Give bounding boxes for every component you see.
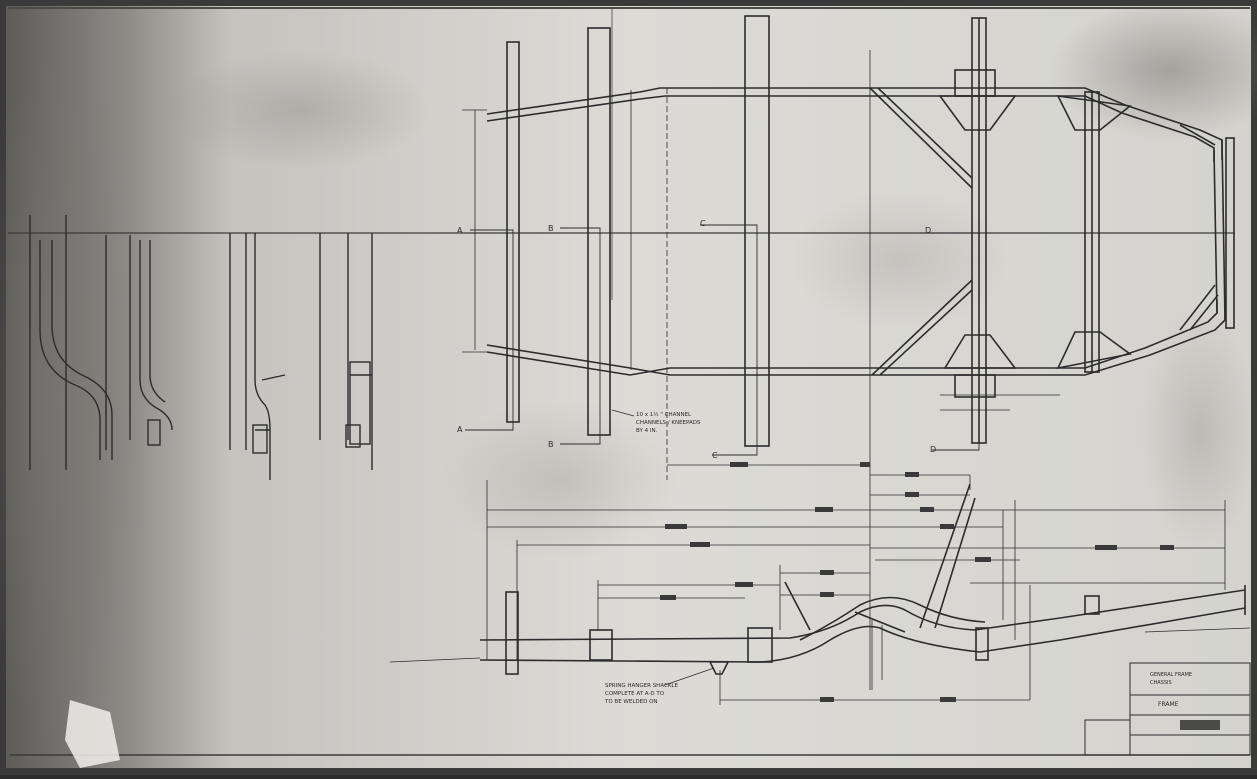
section-marker-d: D (930, 445, 936, 454)
diagonal-brace-top-2 (877, 87, 973, 179)
rear-end-rail (1221, 139, 1226, 321)
side-view (389, 483, 1251, 675)
section-marker-a: A (457, 226, 463, 235)
crossmember-b (587, 27, 611, 436)
title-block-text: GENERAL FRAME CHASSIS FRAME (1150, 672, 1192, 708)
section-b-profile-inner (149, 240, 166, 403)
stain (170, 50, 430, 170)
title-block-line: FRAME (1158, 701, 1179, 708)
section-marker-b: B (548, 224, 554, 233)
x-brace (919, 483, 971, 629)
stain (440, 400, 680, 560)
title-block-line: CHASSIS (1150, 680, 1172, 686)
rear-corner-brace (1179, 124, 1216, 146)
front-bumper-bracket (505, 591, 519, 675)
title-block-stamp (1180, 720, 1220, 730)
section-marker-a: A (457, 425, 463, 434)
bottom-side-rail-inner (486, 300, 1218, 376)
x-brace-diag (854, 611, 906, 633)
section-marker-d: D (925, 226, 931, 235)
section-a-profile (39, 240, 101, 460)
diagonal-brace-top (869, 87, 973, 189)
section-a-profile-inner (51, 240, 113, 460)
gusset-top-e (1056, 94, 1132, 131)
stain (1140, 310, 1257, 550)
rear-bracket (1084, 595, 1100, 615)
note-line: 10 x 1½ " CHANNEL (636, 411, 692, 418)
side-rail-bottom (479, 607, 1246, 663)
crossmember-note: 10 x 1½ " CHANNEL CHANNELS / KNEEPADS BY… (636, 411, 701, 434)
side-rail-kick (799, 596, 986, 641)
gusset-d-plate-bottom (954, 374, 996, 398)
section-cut-b (560, 227, 601, 445)
ground-line (389, 657, 481, 663)
frame-reference (1144, 627, 1251, 633)
dimension-lines (486, 474, 1226, 705)
note-line: CHANNELS / KNEEPADS (636, 420, 701, 426)
top-side-rail-inner (486, 95, 1215, 162)
section-c-profile (254, 233, 271, 480)
side-rail-top (479, 589, 1246, 641)
torn-corner (65, 700, 120, 768)
note-leader (611, 409, 635, 417)
crossmember-bracket (747, 627, 773, 663)
section-cut-d (920, 232, 980, 451)
note-line: TO BE WELDED ON (604, 699, 658, 705)
diagonal-brace-bottom-2 (879, 289, 973, 376)
section-views (29, 215, 373, 480)
stain (0, 40, 150, 760)
plan-view (462, 15, 1235, 690)
rear-corner-brace (1189, 294, 1219, 331)
x-brace-diag (784, 581, 811, 631)
gusset-d-plate (954, 69, 996, 97)
bottom-side-rail (486, 300, 1226, 376)
section-marker-c: C (712, 451, 718, 460)
rear-crossmember-bracket (975, 627, 989, 661)
shackle (709, 661, 730, 675)
note-line: SPRING HANGER SHACKLE (605, 683, 678, 689)
section-markers: A B C D A B C D (457, 219, 936, 460)
diagonal-brace-bottom (871, 279, 973, 376)
spring-hanger-note: SPRING HANGER SHACKLE COMPLETE AT A-D TO… (604, 683, 678, 705)
gusset-bottom-e (1056, 331, 1132, 370)
stain (1050, 0, 1257, 140)
rear-corner-brace (1179, 284, 1216, 331)
x-brace (934, 497, 976, 629)
section-marker-b: B (548, 440, 554, 449)
spring-hanger (589, 629, 613, 661)
gusset-bottom-d (943, 334, 1017, 369)
rear-end-rail-inner (1213, 149, 1218, 314)
note-leader (664, 667, 715, 686)
section-marker-c: C (700, 219, 706, 228)
dimension-marks (660, 462, 1174, 702)
rear-crossmember (1225, 137, 1235, 329)
title-block-line: GENERAL FRAME (1150, 672, 1192, 678)
note-line: BY 4 IN. (636, 428, 658, 434)
section-cut-c (700, 224, 758, 456)
section-cut-a (465, 229, 514, 431)
section-b-profile (139, 240, 173, 431)
stain (790, 190, 1010, 330)
title-block (1084, 662, 1251, 756)
note-line: COMPLETE AT A-D TO (605, 691, 665, 697)
top-side-rail (486, 87, 1223, 160)
